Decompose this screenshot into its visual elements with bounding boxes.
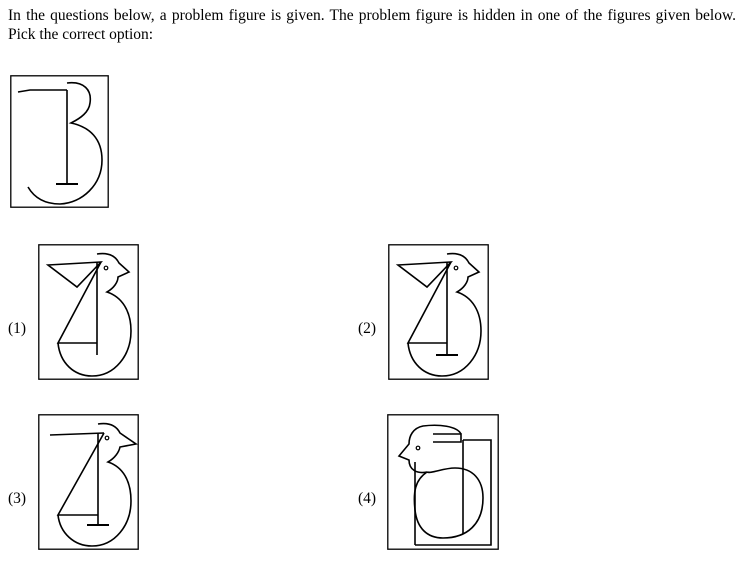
option-4-figure[interactable] <box>387 414 499 550</box>
problem-figure <box>10 75 110 209</box>
bird-figure-icon <box>388 244 489 380</box>
option-1-label: (1) <box>8 320 27 337</box>
option-4-label: (4) <box>358 490 377 507</box>
option-2-figure[interactable] <box>388 244 490 380</box>
option-1-figure[interactable] <box>38 244 140 380</box>
option-3-label: (3) <box>8 490 27 507</box>
hook-3-figure-icon <box>10 75 109 208</box>
bird-figure-icon <box>38 244 139 380</box>
bird-figure-icon <box>38 414 139 550</box>
question-text: In the questions below, a problem figure… <box>8 7 736 43</box>
option-3-figure[interactable] <box>38 414 140 550</box>
rotated-bird-figure-icon <box>387 414 499 550</box>
option-2-label: (2) <box>358 320 377 337</box>
